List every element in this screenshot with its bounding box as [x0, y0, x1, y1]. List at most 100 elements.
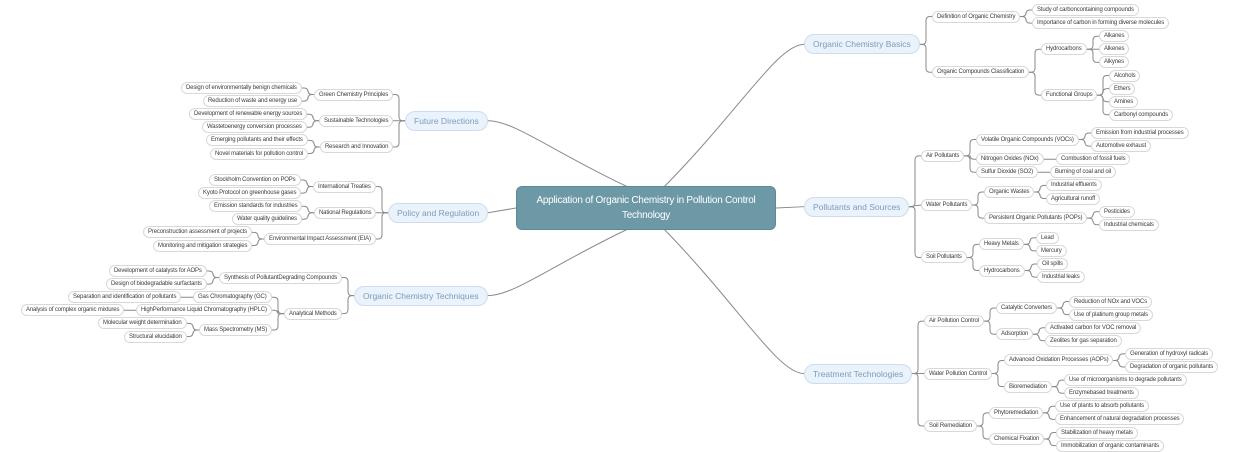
node-alkenes: Alkenes [1099, 43, 1130, 56]
connector-line [1078, 132, 1092, 141]
node-amines: Amines [1109, 95, 1139, 108]
connector-line [251, 231, 265, 240]
node-lead: Lead [1036, 231, 1059, 244]
connector-line [775, 206, 805, 209]
node-organic-compounds-classification: Organic Compounds Classification [932, 66, 1030, 79]
connector-line [1042, 405, 1056, 414]
branch-node-treatment-technologies: Treatment Technologies [804, 363, 913, 384]
connector-line [271, 313, 285, 331]
connector-line [963, 155, 977, 173]
node-oil-spills: Oil spills [1037, 258, 1068, 270]
node-catalytic-converters: Catalytic Converters [996, 302, 1058, 315]
node-molecular-weight-determination: Molecular weight determination [98, 317, 187, 330]
node-bioremediation: Bioremediation [1004, 380, 1052, 393]
branch-node-pollutants-and-sources: Pollutants and Sources [804, 196, 910, 217]
node-hydrocarbons: Hydrocarbons [1041, 43, 1087, 56]
node-reduction-of-waste-and-energy-use: Reduction of waste and energy use [203, 95, 303, 108]
connector-line [1078, 139, 1092, 147]
connector-line [1112, 359, 1126, 368]
connector-line [1028, 48, 1042, 73]
node-adsorption: Adsorption [996, 328, 1034, 341]
node-use-of-plants-to-absorb-pollutants: Use of plants to absorb pollutants [1055, 400, 1149, 413]
connector-line [1043, 438, 1057, 447]
connector-line [487, 120, 629, 188]
connector-line [1086, 48, 1100, 63]
connector-line [306, 113, 320, 122]
connector-line [301, 205, 315, 214]
node-burning-of-coal-and-oil: Burning of coal and oil [1050, 166, 1116, 179]
connector-line [341, 277, 355, 297]
node-soil-pollutants: Soil Pollutants [921, 251, 967, 264]
connector-line [307, 146, 321, 154]
node-immobilization-of-organic-contaminants: Immobilization of organic contaminants [1056, 439, 1165, 452]
connector-line [341, 295, 355, 315]
node-combustion-of-fossil-fuels: Combustion of fossil fuels [1056, 153, 1131, 166]
node-green-chemistry-principles: Green Chemistry Principles [314, 88, 394, 101]
node-automotive-exhaust: Automotive exhaust [1091, 140, 1151, 153]
connector-line [911, 320, 925, 375]
connector-line [1051, 379, 1065, 388]
node-organic-wastes: Organic Wastes [984, 185, 1035, 198]
connector-line [375, 186, 389, 214]
node-kyoto-protocol-on-greenhouse-gases: Kyoto Protocol on greenhouse gases [198, 187, 302, 200]
connector-line [301, 87, 315, 96]
connector-line [307, 139, 321, 148]
node-preconstruction-assessment-of-projects: Preconstruction assessment of projects [143, 226, 253, 239]
node-separation-and-identification-of-pollutant: Separation and identification of polluta… [68, 291, 182, 304]
connector-line [186, 329, 200, 337]
connector-line [1023, 237, 1037, 245]
connector-line [1032, 333, 1046, 342]
node-water-pollutants: Water Pollutants [921, 199, 973, 212]
connector-line [983, 320, 997, 335]
connector-line [1032, 327, 1046, 335]
node-emission-standards-for-industries: Emission standards for industries [209, 200, 303, 213]
node-pesticides: Pesticides [1099, 205, 1135, 218]
node-development-of-renewable-energy-sources: Development of renewable energy sources [189, 108, 308, 121]
connector-line [919, 16, 933, 45]
node-wastetoenergy-conversion-processes: Wastetoenergy conversion processes [202, 121, 307, 134]
node-research-and-innovation: Research and Innovation [320, 140, 394, 153]
node-definition-of-organic-chemistry: Definition of Organic Chemistry [932, 10, 1021, 23]
connector-line [392, 120, 406, 148]
connector-line [966, 256, 980, 272]
connector-line [1019, 16, 1033, 24]
node-air-pollution-control: Air Pollution Control [924, 315, 984, 328]
node-advanced-oxidation-processes-aops: Advanced Oxidation Processes (AOPs) [1004, 354, 1114, 367]
node-generation-of-hydroxyl-radicals: Generation of hydroxyl radicals [1125, 347, 1214, 360]
node-agricultural-runoff: Agricultural runoff [1046, 192, 1101, 205]
connector-line [908, 206, 922, 258]
connector-line [1043, 432, 1057, 440]
node-hydrocarbons: Hydrocarbons [979, 264, 1025, 277]
connector-line [1028, 71, 1042, 96]
connector-line [983, 307, 997, 322]
node-phytoremediation: Phytoremediation [989, 406, 1044, 419]
connector-line [301, 212, 315, 220]
node-enzymebased-treatments: Enzymebased treatments [1064, 387, 1139, 400]
connector-line [1024, 263, 1038, 272]
connector-line [919, 43, 933, 73]
node-activated-carbon-for-voc-removal: Activated carbon for VOC removal [1045, 321, 1142, 334]
connector-line [976, 412, 990, 427]
connector-line [186, 322, 200, 331]
connector-line [991, 359, 1005, 375]
node-use-of-platinum-group-metals: Use of platinum group metals [1069, 308, 1153, 321]
node-gas-chromatography-gc: Gas Chromatography (GC) [193, 291, 272, 304]
node-alcohols: Alcohols [1109, 69, 1141, 82]
node-mercury: Mercury [1036, 244, 1067, 257]
connector-line [1086, 35, 1100, 50]
connector-line [971, 191, 985, 206]
node-alkanes: Alkanes [1099, 30, 1130, 43]
node-emerging-pollutants-and-their-effects: Emerging pollutants and their effects [206, 134, 308, 147]
node-alkynes: Alkynes [1099, 56, 1129, 69]
connector-line [663, 228, 805, 375]
connector-line [1096, 94, 1110, 116]
node-novel-materials-for-pollution-control: Novel materials for pollution control [210, 147, 309, 160]
node-degradation-of-organic-pollutants: Degradation of organic pollutants [1125, 361, 1219, 373]
connector-line [1056, 307, 1070, 316]
connector-line [966, 243, 980, 258]
node-carbonyl-compounds: Carbonyl compounds [1109, 108, 1173, 121]
connector-line [1019, 9, 1033, 18]
node-sustainable-technologies: Sustainable Technologies [319, 114, 394, 127]
branch-node-organic-chemistry-techniques: Organic Chemistry Techniques [354, 285, 488, 306]
